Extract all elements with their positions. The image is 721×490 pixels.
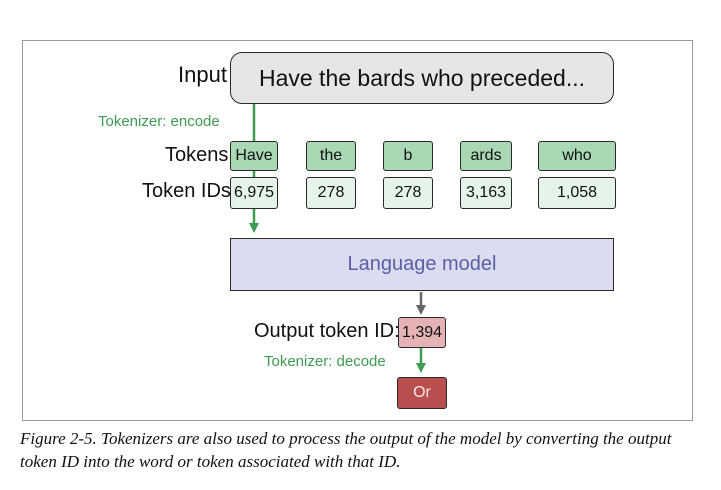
output-token-box: Or: [397, 377, 447, 409]
input-text-box: Have the bards who preceded...: [230, 52, 614, 104]
figure-frame: [22, 40, 693, 421]
token-who: who: [538, 141, 616, 171]
input-text: Have the bards who preceded...: [258, 64, 586, 91]
token-id-the: 278: [306, 177, 356, 209]
token-id-text: 6,975: [233, 184, 275, 201]
decode-label: Tokenizer: decode: [264, 353, 386, 370]
token-ards: ards: [460, 141, 512, 171]
token-id-who: 1,058: [538, 177, 616, 209]
token-id-text: 1,058: [556, 184, 598, 201]
token-id-have: 6,975: [230, 177, 278, 209]
token-id-text: 3,163: [465, 184, 507, 201]
token-id-text: 278: [317, 184, 345, 201]
token-text: ards: [470, 147, 502, 164]
tokens-label: Tokens: [165, 144, 229, 166]
output-token-text: Or: [413, 384, 431, 401]
input-label: Input: [178, 62, 227, 87]
output-token-id-label: Output token ID:: [254, 320, 400, 342]
token-have: Have: [230, 141, 278, 171]
language-model-label: Language model: [347, 253, 497, 275]
token-id-text: 278: [394, 184, 422, 201]
token-ids-label: Token IDs: [142, 180, 231, 202]
token-the: the: [306, 141, 356, 171]
token-id-b: 278: [383, 177, 433, 209]
token-text: who: [562, 147, 592, 164]
figure-caption: Figure 2-5. Tokenizers are also used to …: [20, 429, 672, 471]
token-id-ards: 3,163: [460, 177, 512, 209]
token-b: b: [383, 141, 433, 171]
token-text: Have: [235, 147, 273, 164]
encode-label: Tokenizer: encode: [98, 113, 220, 130]
token-text: the: [319, 147, 343, 164]
output-token-id-box: 1,394: [398, 317, 446, 348]
language-model-box: Language model: [230, 238, 614, 291]
output-token-id-value: 1,394: [401, 323, 443, 341]
token-text: b: [403, 147, 413, 164]
